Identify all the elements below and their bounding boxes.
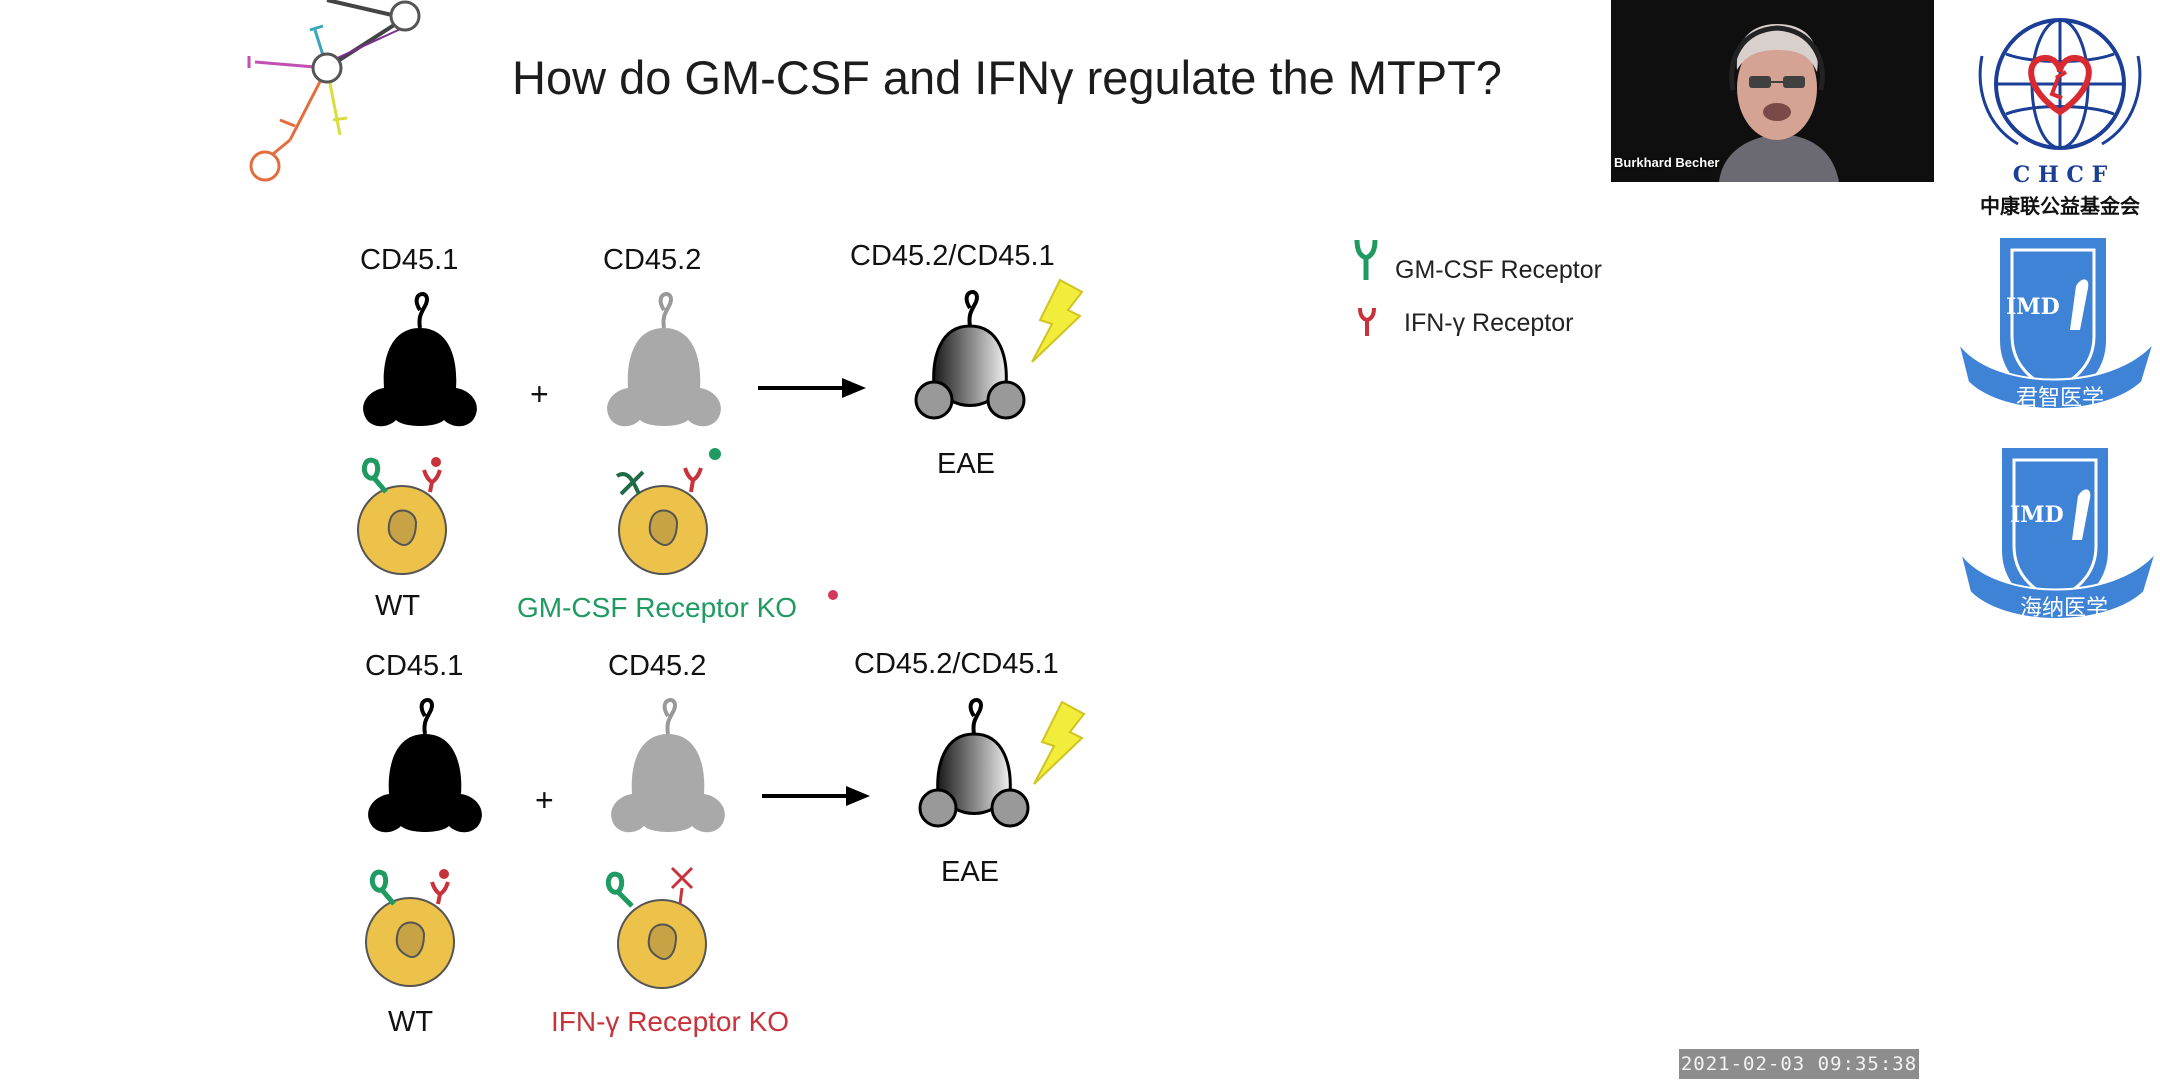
badge2-text: 海纳医学 [2020, 596, 2109, 621]
row1-arrow-icon [758, 378, 866, 398]
row1-wt-cell-icon [357, 457, 447, 575]
row2-wt-cell-icon [365, 869, 455, 987]
row2-lightning-icon [1033, 700, 1086, 785]
row2-donor2-label: CD45.2 [608, 650, 707, 682]
row2-donor1-label: CD45.1 [365, 650, 464, 682]
row1-asterisk-icon [828, 590, 838, 600]
ifng-receptor-icon [1358, 307, 1376, 336]
gmcsf-receptor-icon [1354, 239, 1378, 280]
row1-donor2-label: CD45.2 [603, 244, 702, 276]
row2-cell1-label: WT [388, 1006, 434, 1038]
slide-title: How do GM-CSF and IFNγ regulate the MTPT… [512, 51, 1502, 104]
row1-lightning-icon [1031, 278, 1084, 363]
row2-black-mouse-icon [368, 698, 482, 833]
participant-video-tile[interactable] [1611, 0, 1934, 182]
molecule-logo-icon [247, 0, 421, 182]
row2-gray-mouse-icon [611, 698, 725, 833]
badge1-text: 君智医学 [2016, 386, 2105, 411]
row2-recipient-mouse-icon [918, 698, 1030, 828]
chcf-globe-logo-icon [1978, 18, 2142, 150]
participant-name-label: Burkhard Becher [1614, 155, 1720, 170]
chcf-acronym: C H C F [2012, 162, 2108, 188]
row1-gray-mouse-icon [607, 292, 721, 427]
row1-black-mouse-icon [363, 292, 477, 427]
badge1-initials: IMD [2006, 294, 2060, 320]
chcf-name: 中康联公益基金会 [1980, 194, 2140, 218]
row1-outcome-label: EAE [937, 448, 996, 480]
row2-recipient-label: CD45.2/CD45.1 [854, 648, 1059, 680]
row1-gmcsf-ko-cell-icon [615, 448, 721, 575]
recording-timestamp: 2021-02-03 09:35:38 [1679, 1049, 1919, 1079]
row2-plus-sign: + [535, 782, 554, 818]
row1-plus-sign: + [530, 376, 549, 412]
row1-donor1-label: CD45.1 [360, 244, 459, 276]
row1-cell2-label: GM-CSF Receptor KO [517, 592, 798, 623]
imd-badge-2-icon [1959, 448, 2157, 620]
row2-ifng-ko-cell-icon [605, 866, 707, 989]
row1-recipient-label: CD45.2/CD45.1 [850, 240, 1055, 272]
row1-cell1-label: WT [375, 590, 421, 622]
badge2-initials: IMD [2010, 502, 2064, 528]
row1-recipient-mouse-icon [914, 290, 1026, 420]
row2-cell2-label: IFN-γ Receptor KO [551, 1006, 790, 1037]
legend-gmcsf-receptor: GM-CSF Receptor [1395, 256, 1602, 284]
imd-badge-1-icon [1957, 238, 2155, 410]
row2-outcome-label: EAE [941, 856, 1000, 888]
row2-arrow-icon [762, 786, 870, 806]
legend-ifng-receptor: IFN-γ Receptor [1404, 309, 1574, 337]
participant-avatar [1611, 0, 1934, 182]
